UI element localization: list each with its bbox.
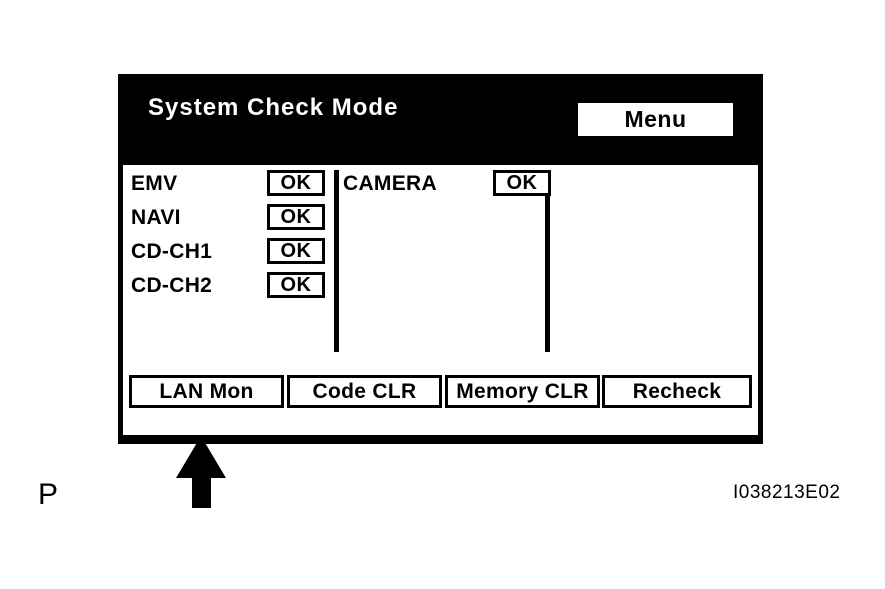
- recheck-button[interactable]: Recheck: [602, 375, 752, 408]
- menu-button[interactable]: Menu: [578, 103, 733, 136]
- page-title: System Check Mode: [148, 94, 399, 121]
- system-check-panel: System Check Mode Menu EMV OK NAVI OK CD…: [118, 74, 763, 444]
- status-row: NAVI OK: [129, 204, 334, 231]
- status-label: NAVI: [131, 206, 181, 229]
- code-clr-button[interactable]: Code CLR: [287, 375, 442, 408]
- status-grid: EMV OK NAVI OK CD-CH1 OK CD-CH2 OK: [123, 165, 758, 355]
- status-column-1: EMV OK NAVI OK CD-CH1 OK CD-CH2 OK: [129, 165, 334, 355]
- status-row: CAMERA OK: [341, 170, 551, 197]
- figure-id: I038213E02: [733, 482, 841, 503]
- status-row: CD-CH2 OK: [129, 272, 334, 299]
- arrow-head: [176, 436, 226, 478]
- status-column-2: CAMERA OK: [341, 165, 551, 355]
- callout-arrow-icon: [176, 436, 226, 508]
- panel-header: System Check Mode Menu: [118, 74, 763, 165]
- status-badge: OK: [267, 238, 325, 264]
- status-badge: OK: [267, 204, 325, 230]
- arrow-shaft: [192, 476, 211, 508]
- column-divider: [545, 170, 550, 352]
- status-label: CAMERA: [343, 172, 437, 195]
- status-row: EMV OK: [129, 170, 334, 197]
- status-column-3: [552, 165, 752, 355]
- status-row: CD-CH1 OK: [129, 238, 334, 265]
- status-badge: OK: [267, 272, 325, 298]
- lan-mon-button[interactable]: LAN Mon: [129, 375, 284, 408]
- column-divider: [334, 170, 339, 352]
- action-bar: LAN Mon Code CLR Memory CLR Recheck: [129, 375, 752, 408]
- status-label: CD-CH2: [131, 274, 213, 297]
- status-label: EMV: [131, 172, 178, 195]
- position-marker: P: [38, 478, 59, 511]
- status-label: CD-CH1: [131, 240, 213, 263]
- status-badge: OK: [493, 170, 551, 196]
- status-badge: OK: [267, 170, 325, 196]
- panel-body: EMV OK NAVI OK CD-CH1 OK CD-CH2 OK: [123, 165, 758, 435]
- memory-clr-button[interactable]: Memory CLR: [445, 375, 600, 408]
